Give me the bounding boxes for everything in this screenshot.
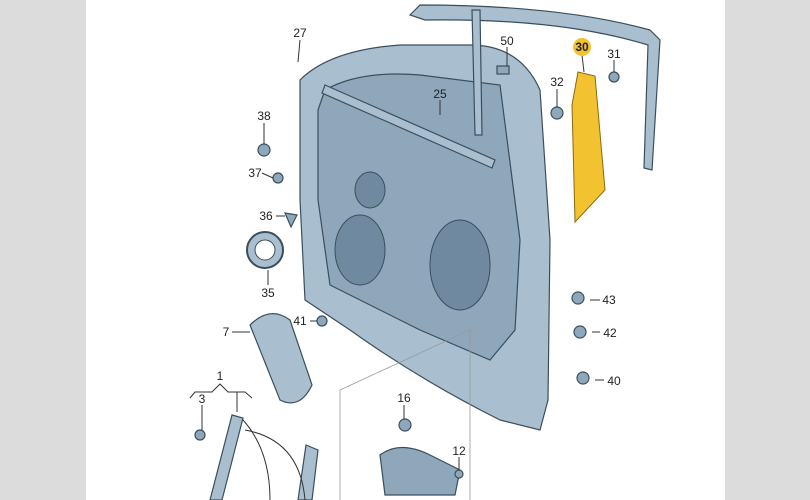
label-12: 12 bbox=[452, 444, 466, 458]
part-3-nut bbox=[194, 429, 206, 441]
window-motor bbox=[379, 446, 461, 496]
label-3: 3 bbox=[199, 392, 206, 406]
label-43: 43 bbox=[602, 293, 616, 307]
label-42: 42 bbox=[603, 326, 617, 340]
left-margin bbox=[0, 0, 86, 500]
right-margin bbox=[725, 0, 810, 500]
window-regulator-opening bbox=[429, 219, 491, 311]
door-hole bbox=[354, 171, 386, 209]
label-25: 25 bbox=[433, 87, 447, 101]
part-35-ring-hole bbox=[254, 239, 276, 261]
label-16: 16 bbox=[397, 391, 411, 405]
part-50 bbox=[496, 65, 510, 75]
leader-lines bbox=[189, 39, 615, 470]
label-35: 35 bbox=[261, 286, 275, 300]
motor-group-outline bbox=[339, 329, 471, 500]
label-30: 30 bbox=[575, 40, 589, 54]
guide-rail bbox=[471, 9, 483, 136]
window-seal-strip bbox=[321, 84, 496, 169]
part-12-screw bbox=[454, 469, 464, 479]
regulator-cable bbox=[242, 419, 306, 500]
part-40-plug bbox=[576, 371, 590, 385]
label-37: 37 bbox=[248, 166, 262, 180]
highlight-badge bbox=[573, 38, 591, 56]
part-7-speaker-seal bbox=[249, 313, 313, 404]
part-30-trim-strip bbox=[571, 71, 606, 224]
label-32: 32 bbox=[550, 75, 564, 89]
part-43-plug bbox=[571, 291, 585, 305]
label-41: 41 bbox=[293, 314, 307, 328]
part-38-grommet bbox=[257, 143, 271, 157]
label-7: 7 bbox=[223, 325, 230, 339]
window-frame bbox=[408, 4, 661, 171]
label-38: 38 bbox=[257, 109, 271, 123]
part-36-clip bbox=[284, 212, 298, 229]
label-36: 36 bbox=[259, 209, 273, 223]
part-32-clip bbox=[550, 106, 564, 120]
label-50: 50 bbox=[500, 34, 514, 48]
label-31: 31 bbox=[607, 47, 621, 61]
part-41-clip bbox=[316, 315, 328, 327]
part-16-connector bbox=[398, 418, 412, 432]
label-27: 27 bbox=[293, 26, 307, 40]
part-37-clip bbox=[272, 172, 284, 184]
speaker-opening bbox=[334, 214, 386, 286]
part-42-plug bbox=[573, 325, 587, 339]
label-1: 1 bbox=[217, 369, 224, 383]
regulator-rail-right bbox=[297, 444, 319, 500]
part-31-screw bbox=[608, 71, 620, 83]
label-40: 40 bbox=[607, 374, 621, 388]
regulator-rail-left bbox=[209, 414, 244, 500]
